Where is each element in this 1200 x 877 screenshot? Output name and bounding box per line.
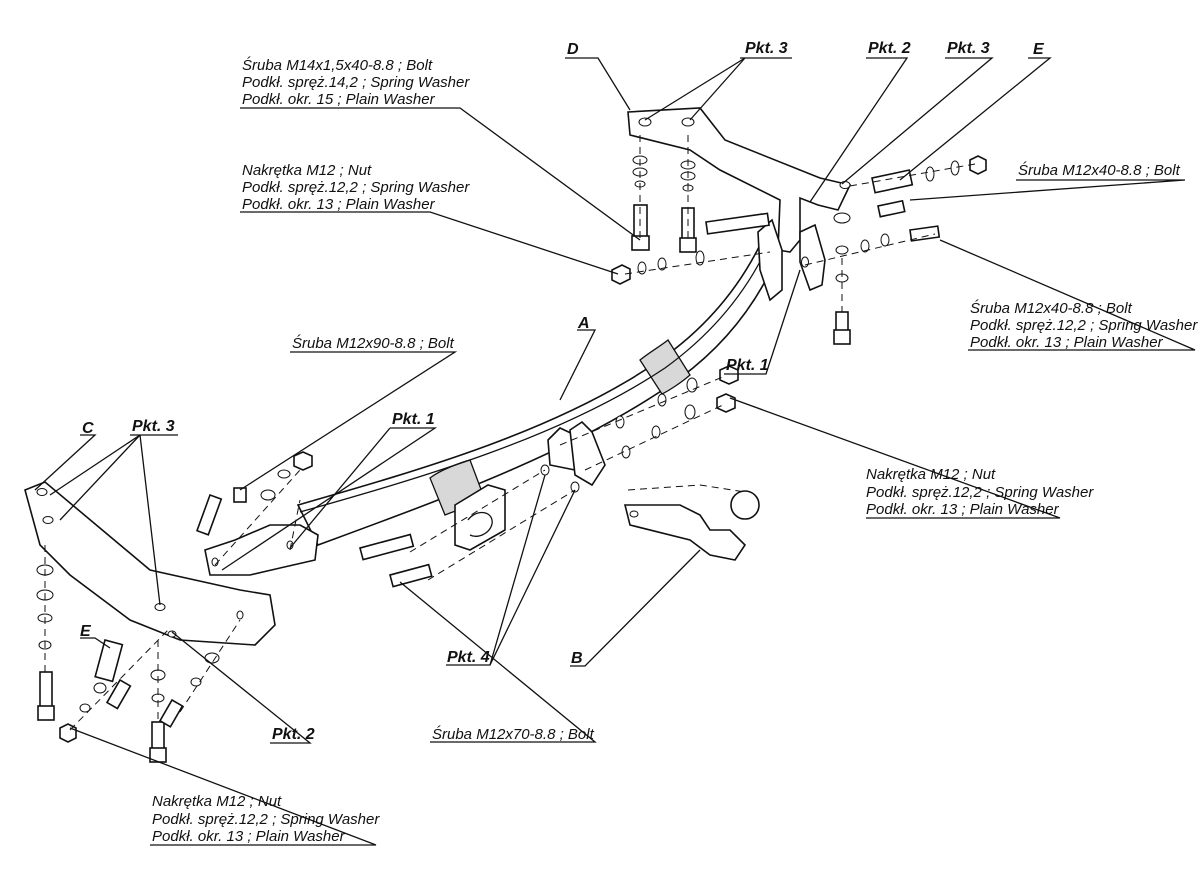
callout-right-bolt-line1: Śruba M12x40-8.8 ; Bolt bbox=[970, 299, 1133, 317]
callout-right-top-bolt: Śruba M12x40-8.8 ; Bolt bbox=[1018, 161, 1181, 179]
label-pkt2-b: Pkt. 2 bbox=[272, 726, 315, 743]
label-a: A bbox=[577, 315, 590, 332]
callout-top-nut-line1: Nakrętka M12 ; Nut bbox=[242, 162, 372, 179]
callout-top-nut-line3: Podkł. okr. 13 ; Plain Washer bbox=[242, 196, 436, 213]
callout-bottom-nut-line2: Podkł. spręż.12,2 ; Spring Washer bbox=[152, 811, 380, 828]
left-fasteners bbox=[36, 451, 313, 763]
tow-ball-b bbox=[623, 484, 760, 561]
bracket-c bbox=[24, 481, 319, 646]
label-d: D bbox=[567, 41, 579, 58]
callout-mid-nut-line2: Podkł. spręż.12,2 ; Spring Washer bbox=[866, 484, 1094, 501]
callout-mid-nut-line1: Nakrętka M12 ; Nut bbox=[866, 466, 996, 483]
label-pkt1-a: Pkt. 1 bbox=[726, 357, 769, 374]
callout-mid-nut-line3: Podkł. okr. 13 ; Plain Washer bbox=[866, 501, 1060, 518]
label-pkt1-b: Pkt. 1 bbox=[392, 411, 435, 428]
callout-bottom-nut-line1: Nakrętka M12 ; Nut bbox=[152, 793, 282, 810]
label-pkt3-c: Pkt. 3 bbox=[132, 418, 175, 435]
callout-m12x70: Śruba M12x70-8.8 ; Bolt bbox=[432, 725, 595, 743]
label-pkt3-a: Pkt. 3 bbox=[745, 40, 788, 57]
bracket-d bbox=[627, 107, 852, 302]
callout-top-left-line3: Podkł. okr. 15 ; Plain Washer bbox=[242, 91, 436, 108]
label-pkt4: Pkt. 4 bbox=[447, 649, 490, 666]
crossbar-a bbox=[296, 243, 776, 546]
label-e-left: E bbox=[80, 623, 92, 640]
callout-top-left-line2: Podkł. spręż.14,2 ; Spring Washer bbox=[242, 74, 470, 91]
label-b: B bbox=[571, 650, 583, 667]
callout-top-left-line1: Śruba M14x1,5x40-8.8 ; Bolt bbox=[242, 56, 433, 74]
callout-top-nut-line2: Podkł. spręż.12,2 ; Spring Washer bbox=[242, 179, 470, 196]
hook-mount bbox=[454, 420, 606, 551]
callout-bottom-nut-line3: Podkł. okr. 13 ; Plain Washer bbox=[152, 828, 346, 845]
label-pkt3-b: Pkt. 3 bbox=[947, 40, 990, 57]
callout-right-bolt-line2: Podkł. spręż.12,2 ; Spring Washer bbox=[970, 317, 1198, 334]
callout-m12x90: Śruba M12x90-8.8 ; Bolt bbox=[292, 334, 455, 352]
label-c: C bbox=[82, 420, 94, 437]
label-e-top: E bbox=[1033, 41, 1045, 58]
top-fasteners bbox=[611, 135, 987, 345]
callout-right-bolt-line3: Podkł. okr. 13 ; Plain Washer bbox=[970, 334, 1164, 351]
label-pkt2-a: Pkt. 2 bbox=[868, 40, 911, 57]
leader-lines bbox=[34, 57, 1196, 846]
